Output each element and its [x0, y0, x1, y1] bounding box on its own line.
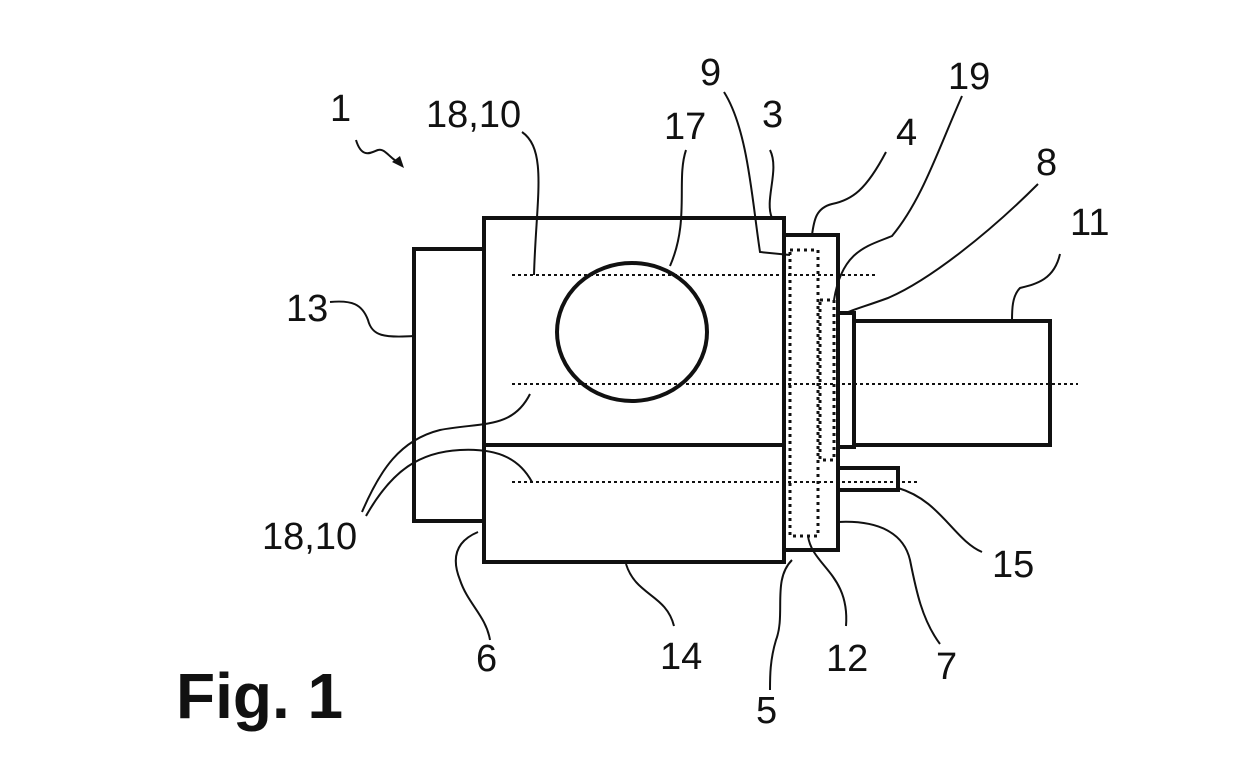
leader-11 [1011, 253, 1061, 322]
ref-label-18-10-bottom: 18,10 [262, 516, 358, 558]
ref-label-18-10-top: 18,10 [426, 94, 522, 136]
component-19-dotted-inner [818, 298, 836, 462]
leader-13 [329, 300, 415, 338]
leader-3 [768, 149, 775, 219]
leader-5 [769, 559, 793, 691]
ref-label-15: 15 [992, 544, 1035, 586]
leader-12 [807, 535, 848, 627]
ref-label-17: 17 [664, 106, 707, 148]
leader-8 [845, 183, 1039, 314]
component-15-pin [836, 466, 900, 492]
ref-label-4: 4 [896, 112, 918, 154]
ref-label-7: 7 [936, 646, 958, 688]
component-17-circle [555, 261, 709, 403]
ref-label-3: 3 [762, 94, 784, 136]
ref-label-1: 1 [330, 88, 352, 130]
leader-18-10-bottom-b [365, 448, 533, 517]
leader-18-10-top [521, 131, 540, 276]
main-housing [482, 216, 786, 564]
ref-1-arrowhead [392, 156, 404, 168]
ref-1-wavy-arrow [355, 139, 403, 165]
ref-label-9: 9 [700, 52, 722, 94]
leader-7 [837, 520, 941, 645]
component-13-end-cap [412, 247, 486, 523]
ref-label-6: 6 [476, 638, 498, 680]
component-8-flange [836, 311, 856, 449]
ref-label-5: 5 [756, 690, 778, 732]
figure-caption: Fig. 1 [176, 660, 344, 732]
leader-4 [811, 151, 887, 236]
leader-19 [833, 95, 963, 301]
leader-17 [669, 149, 687, 267]
ref-label-11: 11 [1070, 202, 1110, 244]
ref-label-13: 13 [286, 288, 329, 330]
ref-label-8: 8 [1036, 142, 1058, 184]
component-4-plate [782, 233, 840, 552]
ref-label-19: 19 [948, 56, 991, 98]
component-12-dotted-outline [788, 248, 820, 538]
ref-label-12: 12 [826, 638, 869, 680]
leader-14 [625, 563, 675, 627]
leader-18-10-bottom-a [361, 393, 531, 513]
leader-9 [723, 91, 791, 256]
leader-15 [897, 487, 983, 553]
leader-6 [454, 531, 491, 641]
ref-label-14: 14 [660, 636, 703, 678]
